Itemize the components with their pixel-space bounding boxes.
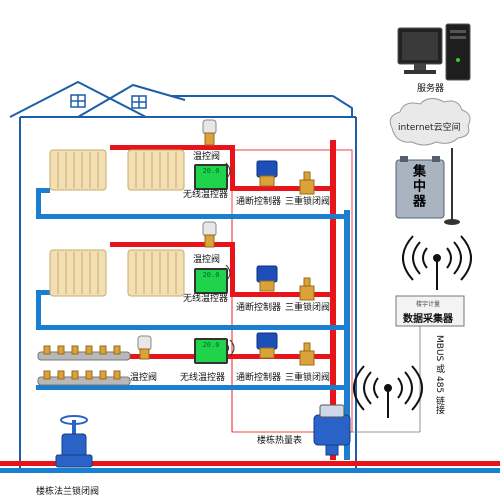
- onoff-controller-1-label: 通断控制器: [236, 197, 282, 207]
- cloud-label: internet云空间: [398, 123, 461, 133]
- radiator-2a: [49, 249, 107, 297]
- triple-lock-valve-2-label: 三重锁闭阀: [285, 303, 331, 313]
- wireless-thermostat-1-screen: 20.0: [194, 164, 228, 190]
- concentrator-label: 集中器: [410, 164, 425, 209]
- server-icon: [397, 23, 471, 81]
- ground-pipe-red: [0, 461, 500, 466]
- house: [9, 80, 357, 471]
- collector-label: 数据采集器: [403, 314, 453, 325]
- bus-link-label: MBUS 或 485 链接: [434, 335, 444, 415]
- server-label: 服务器: [417, 84, 445, 94]
- wireless-thermostat-2-screen: 20.0: [194, 268, 228, 294]
- onoff-controller-3: [256, 332, 278, 359]
- triple-lock-valve-1-label: 三重锁闭阀: [285, 197, 331, 207]
- collector-title: 楼宇计量: [416, 301, 441, 308]
- onoff-controller-1: [256, 160, 278, 187]
- cloud-icon: [389, 98, 471, 146]
- temp-valve-3-label: 温控阀: [130, 373, 158, 383]
- floor-2-pipes: [36, 242, 350, 330]
- temp-valve-2-label: 温控阀: [193, 255, 221, 265]
- triple-lock-valve-1: [299, 171, 315, 195]
- floor-1-pipes: [36, 145, 350, 219]
- building-heat-meter: [313, 404, 351, 456]
- flange-valve-label: 楼栋法兰锁闭阀: [36, 487, 100, 497]
- concentrator-device: [395, 148, 460, 225]
- wireless-signal-icon-top: [402, 235, 472, 290]
- onoff-controller-2: [256, 265, 278, 292]
- radiator-2b: [127, 249, 185, 297]
- data-collector-box: [395, 295, 465, 327]
- heat-meter-label: 楼栋热量表: [257, 436, 303, 446]
- wireless-thermostat-1-label: 无线温控器: [183, 190, 229, 200]
- return-riser: [344, 210, 350, 460]
- radiator-1a: [49, 149, 107, 191]
- temp-valve-2: [202, 221, 217, 248]
- temp-valve-1: [202, 119, 217, 146]
- temp-valve-1-label: 温控阀: [193, 152, 221, 162]
- temp-valve-3: [137, 335, 152, 360]
- wireless-thermostat-3-label: 无线温控器: [180, 373, 226, 383]
- floor-heating-manifold: [37, 345, 131, 386]
- onoff-controller-2-label: 通断控制器: [236, 303, 282, 313]
- supply-riser: [330, 140, 336, 460]
- triple-lock-valve-2: [299, 277, 315, 301]
- wireless-signal-icon-bottom: [353, 365, 423, 418]
- wireless-thermostat-3-screen: 20.0: [194, 338, 228, 364]
- onoff-controller-3-label: 通断控制器: [236, 373, 282, 383]
- radiator-1b: [127, 149, 185, 191]
- wireless-thermostat-2-label: 无线温控器: [183, 294, 229, 304]
- triple-lock-valve-3: [299, 342, 315, 366]
- ground-pipe-blue: [0, 468, 500, 473]
- attic-window-left: [70, 94, 86, 108]
- triple-lock-valve-3-label: 三重锁闭阀: [285, 373, 331, 383]
- attic-window-right: [131, 95, 147, 109]
- flange-lock-valve: [55, 415, 93, 468]
